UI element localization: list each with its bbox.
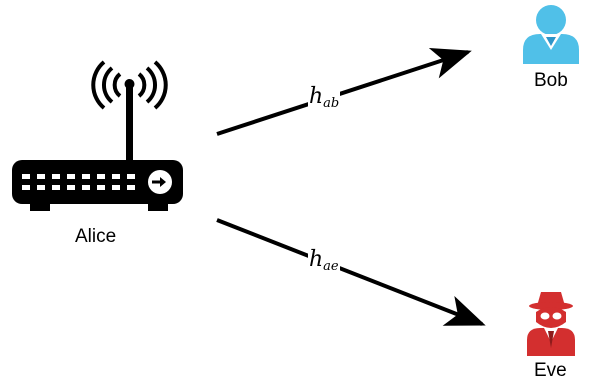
spy-icon (527, 292, 575, 356)
edge-alice-bob (216, 47, 472, 136)
edge-label-alice-eve: hae (308, 249, 340, 273)
eve-label: Eve (534, 360, 567, 381)
user-icon (523, 5, 579, 64)
wireless-router-icon (12, 60, 183, 211)
alice-label: Alice (75, 226, 117, 247)
edge-label-sub: ae (323, 259, 339, 274)
edge-label-alice-bob: hab (308, 84, 341, 111)
edge-label-main: h (309, 247, 324, 272)
edge-label-main: h (309, 84, 324, 109)
edge-alice-eve (216, 218, 486, 326)
edge-label-sub: ab (323, 96, 340, 111)
bob-label: Bob (534, 70, 568, 91)
